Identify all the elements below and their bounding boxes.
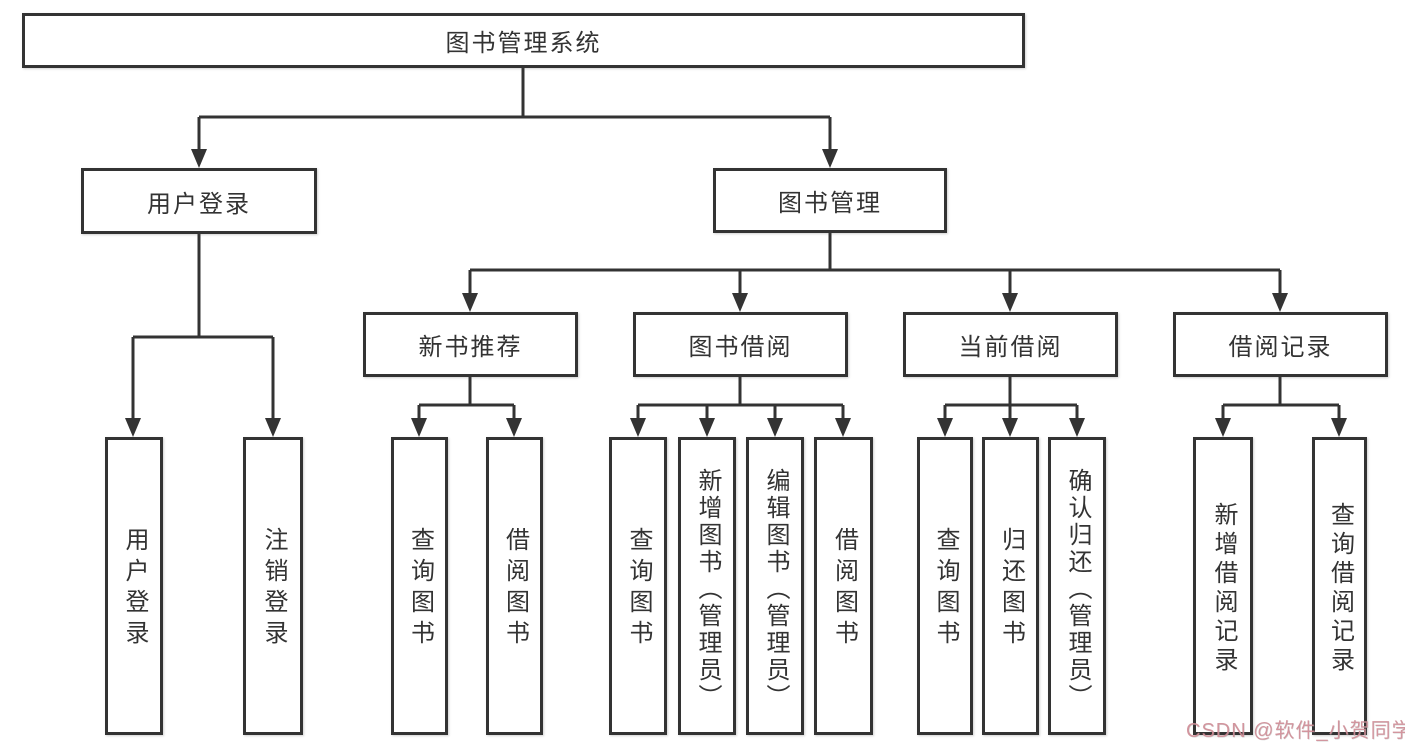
leaf-user-login: 用户登录 (105, 437, 163, 735)
leaf-cb-confirm-return-admin: 确认归还（管理员） (1048, 437, 1106, 735)
connector-currentborrow-to-leaves (943, 377, 1079, 421)
csdn-watermark: CSDN @软件_小贺同学 (1186, 720, 1405, 742)
leaf-cb-return-books: 归还图书 (982, 437, 1039, 735)
leaf-rec-query-books: 查询图书 (391, 437, 448, 735)
arrowheads-bookborrow-leaves (630, 418, 851, 437)
leaf-bb-query-books: 查询图书 (609, 437, 667, 735)
connector-newbookrec-to-leaves (417, 377, 516, 421)
connector-bookmgmt-to-level3 (468, 233, 1282, 295)
arrowheads-level3 (462, 293, 1288, 312)
leaf-rec-borrow-books: 借阅图书 (486, 437, 543, 735)
node-current-borrowing: 当前借阅 (903, 312, 1118, 377)
arrowheads-borrowrecords-leaves (1215, 418, 1347, 437)
connector-userlogin-to-leaves (131, 233, 275, 421)
connector-bookborrow-to-leaves (636, 377, 845, 421)
connector-root-to-level2 (197, 68, 832, 151)
node-user-login-group: 用户登录 (81, 168, 317, 234)
leaf-bb-edit-books-admin: 编辑图书（管理员） (746, 437, 804, 735)
leaf-br-add-record: 新增借阅记录 (1193, 437, 1253, 735)
connector-borrowrecords-to-leaves (1221, 377, 1341, 421)
leaf-cb-query-books: 查询图书 (917, 437, 973, 735)
leaf-br-query-record: 查询借阅记录 (1312, 437, 1367, 735)
node-book-management: 图书管理 (713, 168, 947, 233)
arrowheads-level2 (191, 149, 838, 168)
node-library-management-system: 图书管理系统 (22, 13, 1025, 68)
leaf-logout: 注销登录 (243, 437, 303, 735)
node-book-borrowing: 图书借阅 (633, 312, 848, 377)
node-new-book-recommend: 新书推荐 (363, 312, 578, 377)
leaf-bb-add-books-admin: 新增图书（管理员） (678, 437, 736, 735)
node-borrowing-records: 借阅记录 (1173, 312, 1388, 377)
leaf-bb-borrow-books: 借阅图书 (814, 437, 873, 735)
arrowheads-userlogin-leaves (125, 418, 281, 437)
arrowheads-newbookrec-leaves (411, 418, 522, 437)
arrowheads-currentborrow-leaves (937, 418, 1085, 437)
